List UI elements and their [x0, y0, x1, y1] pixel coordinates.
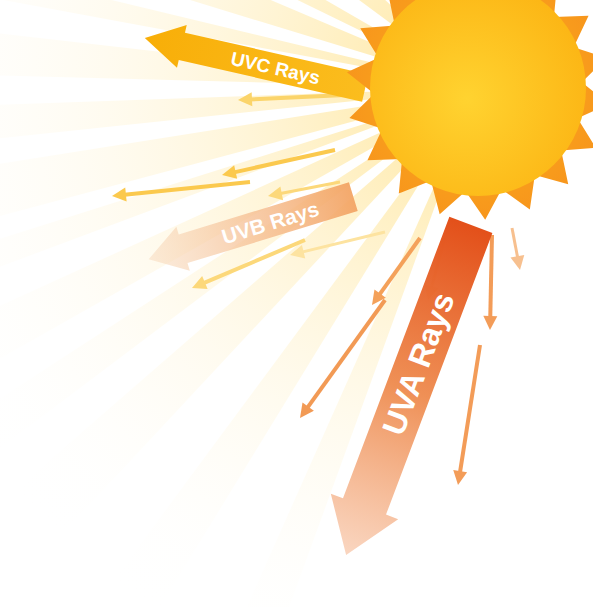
sun-core	[370, 0, 586, 196]
ray-line	[460, 345, 480, 475]
ray-arrow-small	[290, 232, 385, 259]
ray-arrow-small	[453, 345, 480, 485]
ray-head	[222, 165, 237, 179]
light-beam	[50, 88, 478, 607]
ray-head	[483, 316, 497, 330]
ray-arrow-small	[222, 150, 335, 179]
ray-arrow-small	[511, 228, 525, 270]
ray-line	[122, 182, 250, 195]
ray-arrow-small	[372, 238, 420, 305]
light-beam	[0, 88, 478, 607]
light-beam	[185, 88, 478, 607]
ray-head	[268, 186, 283, 200]
ray-head	[453, 470, 467, 485]
ray-head	[112, 188, 127, 202]
ray-line	[232, 150, 335, 173]
ray-line	[378, 238, 420, 297]
ray-arrow-small	[112, 182, 250, 202]
ray-line	[490, 235, 492, 320]
ray-arrow-small	[238, 92, 345, 106]
ray-line	[300, 232, 385, 253]
arrow-body	[312, 212, 504, 568]
ray-head	[511, 255, 525, 270]
ray-arrow-small	[300, 300, 385, 418]
ray-line	[248, 95, 345, 100]
ray-head	[192, 276, 208, 289]
sun-spikes	[347, 0, 593, 220]
ray-head	[290, 245, 305, 259]
arrow-body	[140, 17, 370, 110]
ray-head	[300, 403, 314, 418]
arrow-body	[142, 175, 360, 282]
ray-head	[238, 92, 252, 106]
ray-line	[306, 300, 385, 410]
ray-line	[512, 228, 518, 260]
